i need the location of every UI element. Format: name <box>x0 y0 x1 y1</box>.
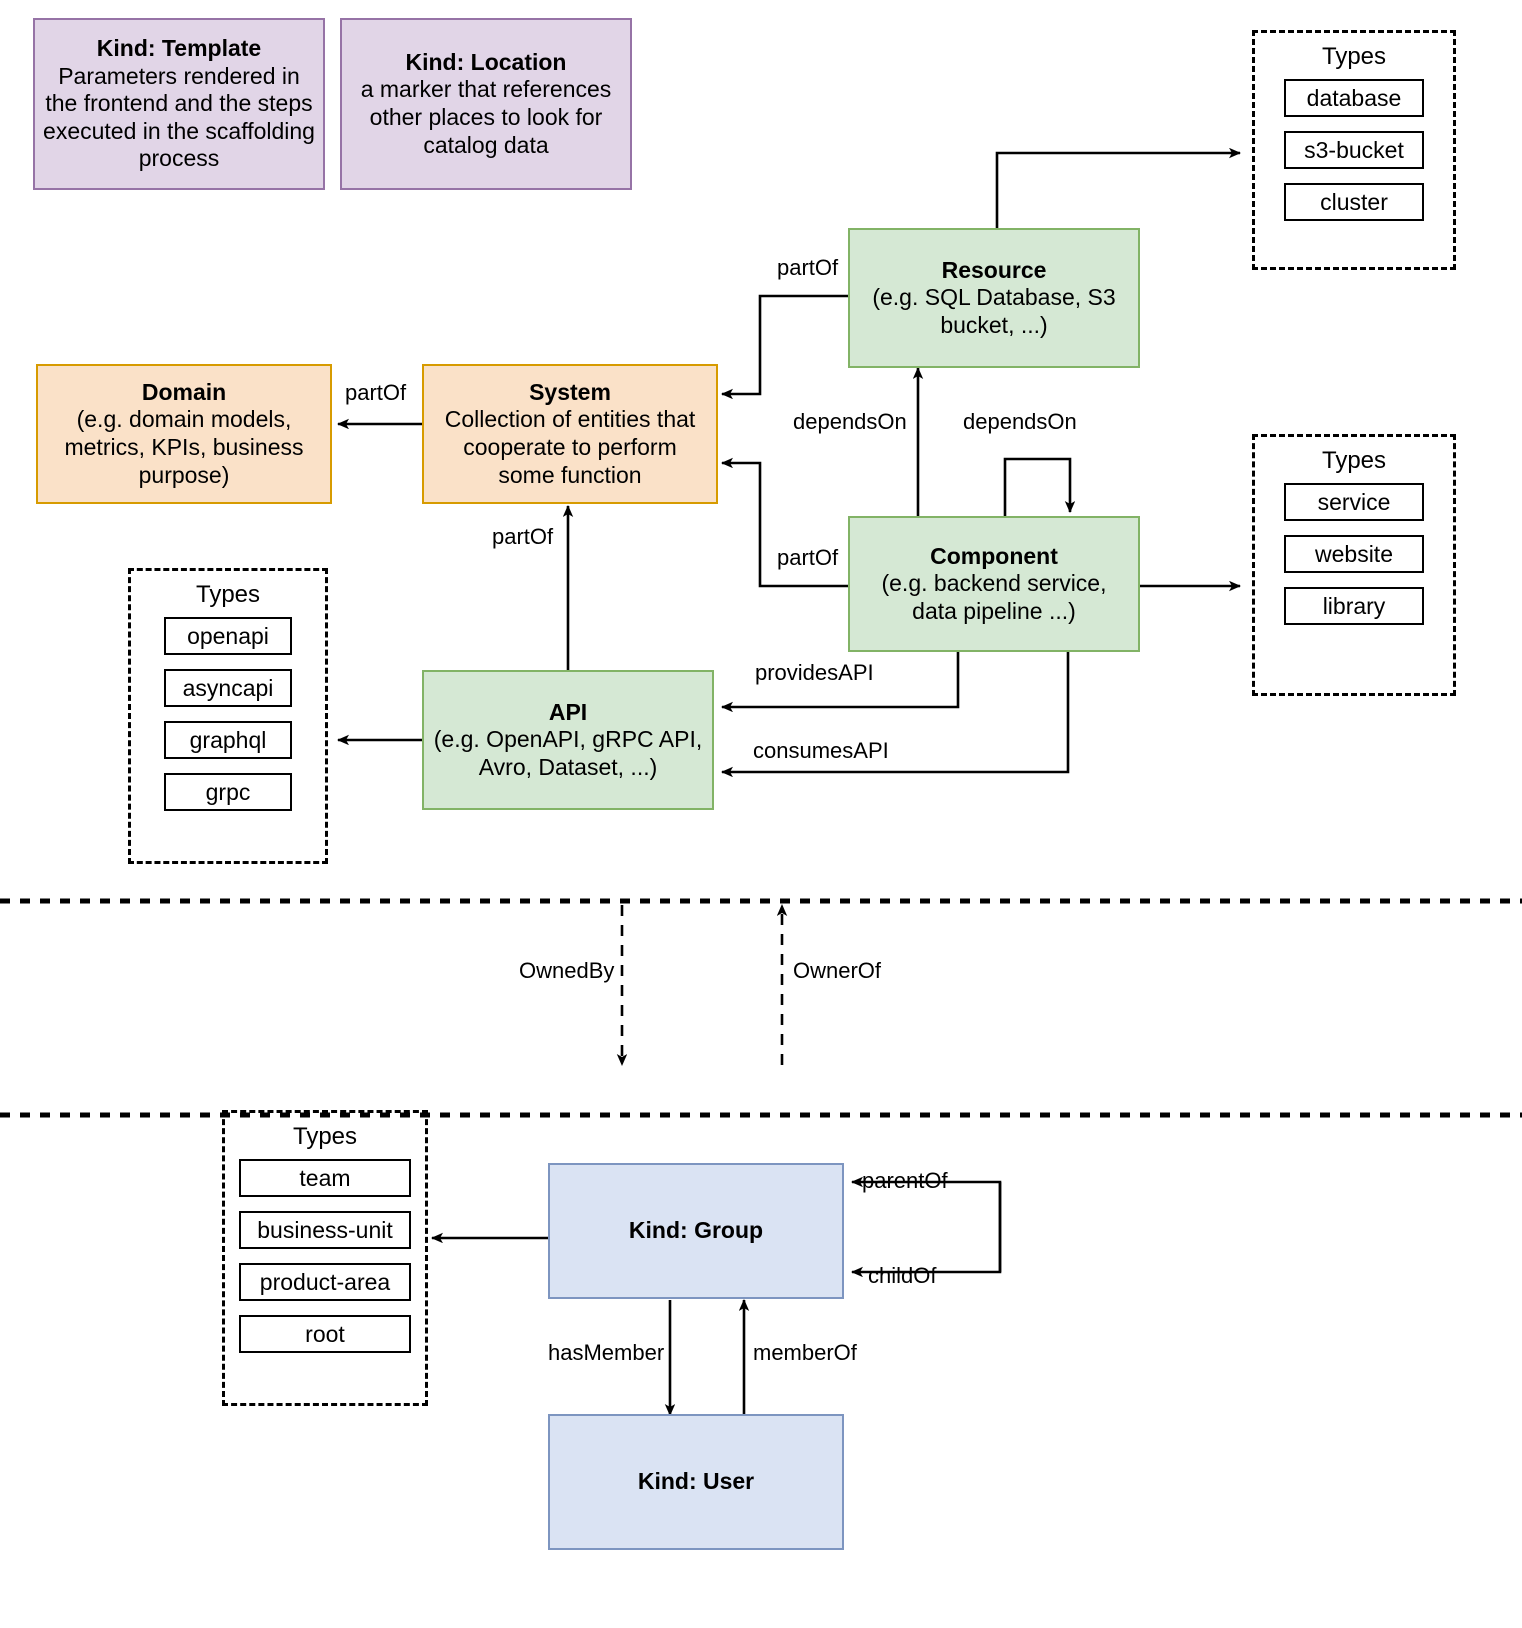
edge-label-component-partof: partOf <box>777 545 839 570</box>
node-subtitle: (e.g. SQL Database, S3 bucket, ...) <box>872 284 1116 338</box>
type-chip[interactable]: team <box>239 1159 411 1197</box>
type-chip[interactable]: asyncapi <box>164 669 292 707</box>
node-subtitle: Collection of entities that cooperate to… <box>444 406 696 488</box>
node-subtitle: (e.g. backend service, data pipeline ...… <box>881 570 1107 624</box>
node-title: Kind: Template <box>96 35 262 62</box>
edge-resource-partof-system <box>721 294 848 400</box>
types-box-resource: Types database s3-bucket cluster <box>1252 30 1456 270</box>
node-title: Domain <box>141 378 227 405</box>
type-chip[interactable]: root <box>239 1315 411 1353</box>
edge-label-consumes-api: consumesAPI <box>753 738 889 763</box>
edge-label-has-member: hasMember <box>548 1340 665 1365</box>
type-chip[interactable]: graphql <box>164 721 292 759</box>
node-kind-group[interactable]: Kind: Group <box>548 1163 844 1299</box>
types-header: Types <box>1321 447 1387 474</box>
edge-label-provides-api: providesAPI <box>755 660 874 685</box>
edge-label-dependson-left: dependsOn <box>793 409 907 434</box>
edge-label-parent-of: parentOf <box>862 1168 948 1193</box>
node-title: API <box>548 698 588 725</box>
type-chip[interactable]: cluster <box>1284 183 1424 221</box>
types-box-group: Types team business-unit product-area ro… <box>222 1110 428 1406</box>
type-chip[interactable]: business-unit <box>239 1211 411 1249</box>
node-title: Component <box>930 542 1058 569</box>
types-header: Types <box>195 581 261 608</box>
edge-group-parentof <box>851 1176 1002 1272</box>
type-chip[interactable]: s3-bucket <box>1284 131 1424 169</box>
node-subtitle: Parameters rendered in the frontend and … <box>43 62 315 172</box>
node-api[interactable]: API (e.g. OpenAPI, gRPC API, Avro, Datas… <box>422 670 714 810</box>
edge-resource-to-types <box>995 147 1241 232</box>
edge-label-member-of: memberOf <box>753 1340 857 1365</box>
edge-label-system-partof-domain: partOf <box>345 380 407 405</box>
node-subtitle: (e.g. domain models, metrics, KPIs, busi… <box>64 406 304 488</box>
node-subtitle: (e.g. OpenAPI, gRPC API, Avro, Dataset, … <box>433 726 703 780</box>
edge-label-owner-of: OwnerOf <box>793 958 882 983</box>
type-chip[interactable]: product-area <box>239 1263 411 1301</box>
type-chip[interactable]: service <box>1284 483 1424 521</box>
types-box-component: Types service website library <box>1252 434 1456 696</box>
edge-label-resource-partof: partOf <box>777 255 839 280</box>
type-chip[interactable]: website <box>1284 535 1424 573</box>
types-box-api: Types openapi asyncapi graphql grpc <box>128 568 328 864</box>
edge-component-dependson-self <box>1003 457 1076 518</box>
node-title: Kind: Group <box>628 1217 764 1244</box>
edge-group-childof <box>851 1182 1002 1278</box>
node-kind-user[interactable]: Kind: User <box>548 1414 844 1550</box>
edge-label-api-partof: partOf <box>492 524 554 549</box>
type-chip[interactable]: grpc <box>164 773 292 811</box>
node-kind-location[interactable]: Kind: Location a marker that references … <box>340 18 632 190</box>
node-title: Kind: User <box>637 1468 755 1495</box>
node-title: System <box>529 378 611 405</box>
node-subtitle: a marker that references other places to… <box>360 76 612 158</box>
node-kind-template[interactable]: Kind: Template Parameters rendered in th… <box>33 18 325 190</box>
node-domain[interactable]: Domain (e.g. domain models, metrics, KPI… <box>36 364 332 504</box>
type-chip[interactable]: openapi <box>164 617 292 655</box>
node-system[interactable]: System Collection of entities that coope… <box>422 364 718 504</box>
node-component[interactable]: Component (e.g. backend service, data pi… <box>848 516 1140 652</box>
edge-label-owned-by: OwnedBy <box>519 958 615 983</box>
edge-label-dependson-self: dependsOn <box>963 409 1077 434</box>
node-title: Resource <box>941 256 1047 283</box>
node-resource[interactable]: Resource (e.g. SQL Database, S3 bucket, … <box>848 228 1140 368</box>
node-title: Kind: Location <box>405 48 567 75</box>
types-header: Types <box>1321 43 1387 70</box>
type-chip[interactable]: database <box>1284 79 1424 117</box>
types-header: Types <box>292 1123 358 1150</box>
edge-label-child-of: childOf <box>868 1263 937 1288</box>
type-chip[interactable]: library <box>1284 587 1424 625</box>
